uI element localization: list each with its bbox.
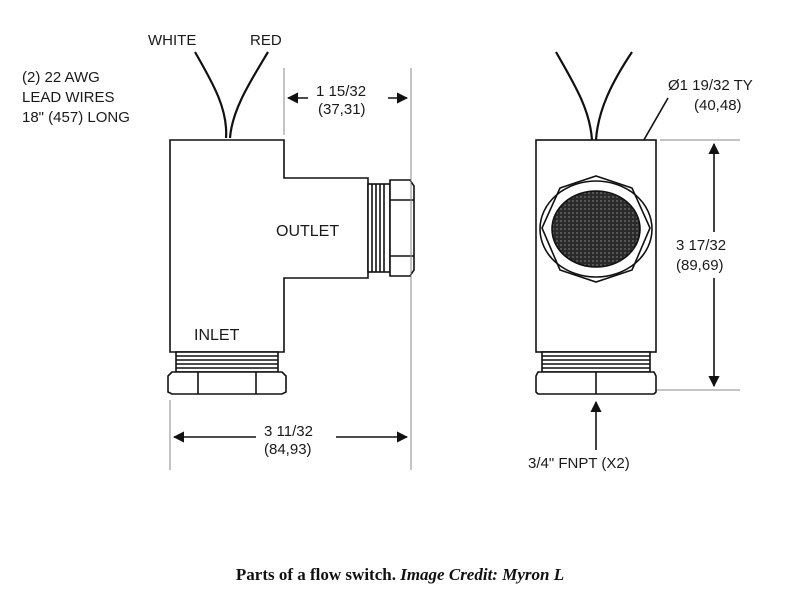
- label-wire-white: WHITE: [148, 32, 196, 49]
- outlet-fitting: [367, 179, 415, 277]
- side-view: [167, 51, 415, 395]
- caption-main: Parts of a flow switch.: [235, 565, 396, 584]
- label-inlet: INLET: [194, 327, 240, 344]
- front-view: [535, 51, 657, 395]
- label-dim-bottom-in: 3 11/32: [264, 423, 313, 440]
- label-wire-red: RED: [250, 32, 282, 49]
- extension-lines: [169, 68, 740, 470]
- lead-wire-red: [228, 51, 269, 139]
- front-inlet-fitting: [535, 351, 657, 395]
- label-lead-line3: 18" (457) LONG: [22, 109, 130, 126]
- label-lead-line2: LEAD WIRES: [22, 89, 115, 106]
- label-dim-top-in: 1 15/32: [316, 83, 366, 100]
- label-lead-line1: (2) 22 AWG: [22, 69, 100, 86]
- front-lead-wire-left: [555, 51, 594, 141]
- label-fnpt: 3/4" FNPT (X2): [528, 455, 630, 472]
- lead-wire-white: [194, 51, 228, 139]
- label-dim-top-mm: (37,31): [318, 101, 366, 118]
- label-height-in: 3 17/32: [676, 237, 726, 254]
- figure-caption: Parts of a flow switch. Image Credit: My…: [0, 565, 800, 585]
- label-dim-bottom-mm: (84,93): [264, 441, 312, 458]
- label-outlet: OUTLET: [276, 223, 339, 240]
- label-diam-in: Ø1 19/32 TY: [668, 77, 753, 94]
- caption-credit: Image Credit: Myron L: [400, 565, 565, 584]
- label-height-mm: (89,69): [676, 257, 724, 274]
- inlet-fitting: [167, 351, 287, 395]
- switch-body: [169, 139, 369, 353]
- front-lead-wire-right: [594, 51, 633, 141]
- label-diam-mm: (40,48): [694, 97, 742, 114]
- outlet-mesh-screen: [551, 190, 641, 268]
